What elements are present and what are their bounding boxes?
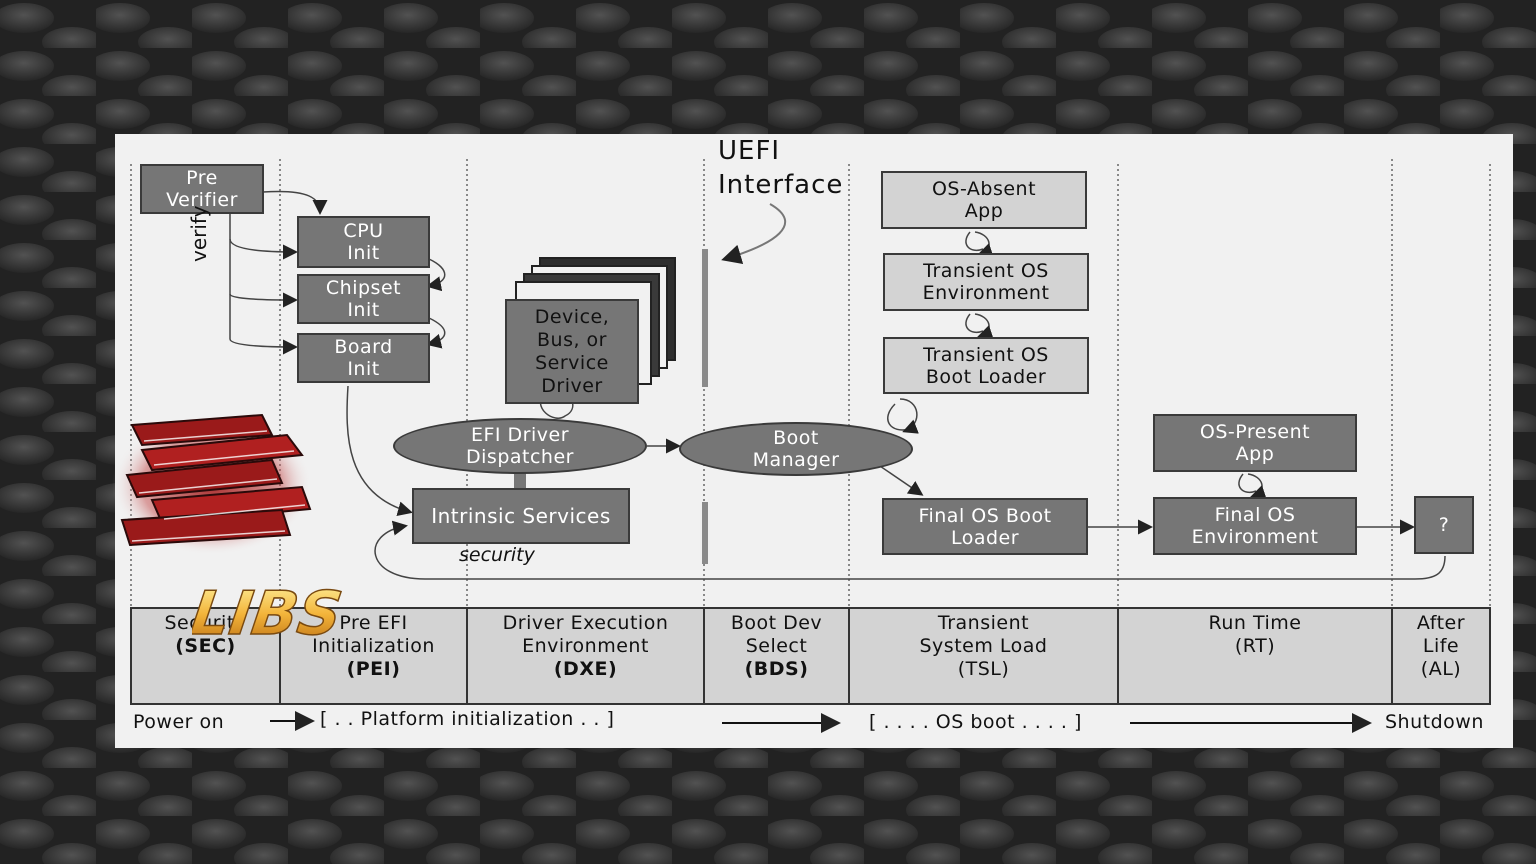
verify-label: verify (187, 205, 211, 262)
libs-logo-text: LIBS (192, 579, 346, 648)
timeline-shutdown: Shutdown (1385, 711, 1484, 733)
phase-rt: Run Time (RT) (1208, 612, 1302, 657)
phase-pei: Pre EFI Initialization (PEI) (312, 612, 435, 680)
transient-os-environment-box: Transient OS Environment (883, 253, 1089, 311)
transient-os-boot-loader-box: Transient OS Boot Loader (883, 337, 1089, 394)
uefi-interface-label: UEFI Interface (718, 136, 844, 200)
books-clipart (112, 413, 312, 555)
phase-sec: Security (SEC) (164, 612, 247, 657)
uefi-interface-bar-bottom (702, 502, 708, 564)
timeline-power-on: Power on (133, 711, 225, 733)
security-label: security (459, 544, 535, 566)
libs-logo: LIBS (192, 579, 347, 648)
os-absent-app-box: OS-Absent App (881, 171, 1087, 229)
intrinsic-services-box: Intrinsic Services (412, 488, 630, 544)
pre-verifier-box: Pre Verifier (140, 164, 264, 214)
phase-dxe: Driver Execution Environment (DXE) (502, 612, 669, 680)
board-init-box: Board Init (297, 333, 430, 383)
uefi-interface-bar-top (702, 249, 708, 387)
timeline-platform-init: [ . . Platform initialization . . ] (320, 708, 615, 730)
diagram-panel: UEFI Interface Pre Verifier verify CPU I… (115, 134, 1513, 748)
chipset-init-box: Chipset Init (297, 274, 430, 324)
efi-driver-dispatcher: EFI Driver Dispatcher (393, 418, 647, 474)
phase-al: After Life (AL) (1416, 612, 1466, 680)
after-life-box: ? (1414, 496, 1474, 554)
device-driver-box: Device, Bus, or Service Driver (505, 299, 639, 404)
final-os-boot-loader-box: Final OS Boot Loader (882, 498, 1088, 555)
boot-manager: Boot Manager (679, 422, 913, 476)
os-present-app-box: OS-Present App (1153, 414, 1357, 472)
final-os-environment-box: Final OS Environment (1153, 497, 1357, 555)
phase-bds: Boot Dev Select (BDS) (730, 612, 823, 680)
timeline-os-boot: [ . . . . OS boot . . . . ] (869, 711, 1082, 733)
cpu-init-box: CPU Init (297, 216, 430, 268)
phase-tsl: Transient System Load (TSL) (919, 612, 1048, 680)
